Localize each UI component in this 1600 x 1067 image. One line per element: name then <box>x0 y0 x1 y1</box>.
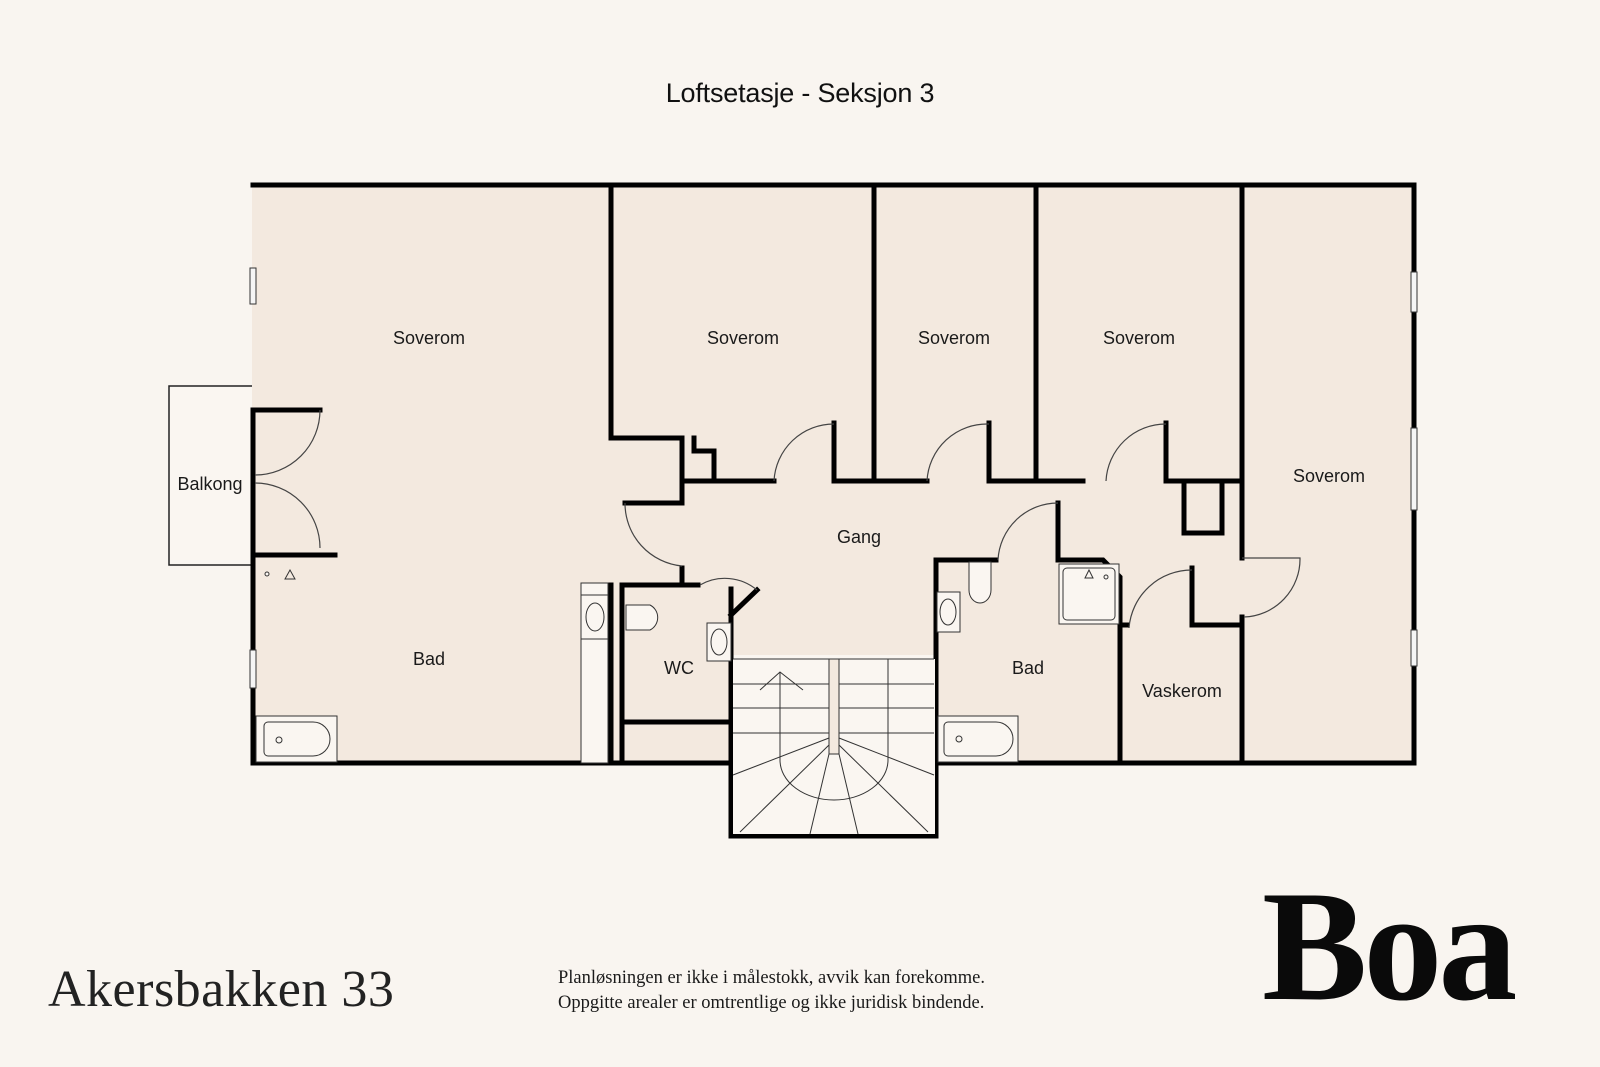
label-soverom-2: Soverom <box>707 328 779 348</box>
brand-logo: Boa <box>1262 859 1517 1034</box>
staircase <box>732 658 935 835</box>
fixtures <box>255 568 732 764</box>
label-soverom-4: Soverom <box>1103 328 1175 348</box>
doors <box>254 409 1301 629</box>
bedroom3-door <box>926 423 990 482</box>
windows <box>249 267 1418 689</box>
toilet-bath2 <box>968 561 992 604</box>
label-gang: Gang <box>837 527 881 547</box>
laundry-door <box>1128 569 1193 629</box>
bedroom5-door <box>1242 557 1301 618</box>
label-bad-2: Bad <box>1012 658 1044 678</box>
fixtures-bath2 <box>936 561 1120 763</box>
balcony-outline <box>168 385 252 566</box>
bath1-door <box>624 502 683 567</box>
label-balkong: Balkong <box>177 474 242 494</box>
balcony-door-upper <box>254 409 321 476</box>
disclaimer: Planløsningen er ikke i målestokk, avvik… <box>558 966 985 1016</box>
room-labels: Soverom Soverom Soverom Soverom Soverom … <box>177 328 1365 701</box>
bath2-door <box>997 502 1059 561</box>
label-vaskerom: Vaskerom <box>1142 681 1222 701</box>
toilet-wc <box>625 604 659 631</box>
label-bad-1: Bad <box>413 649 445 669</box>
bedroom4-door <box>1105 423 1167 482</box>
property-address: Akersbakken 33 <box>48 961 395 1018</box>
wc-door <box>699 577 758 591</box>
walls <box>250 182 1417 839</box>
bedroom2-door <box>773 423 835 482</box>
disclaimer-line-2: Oppgitte arealer er omtrentlige og ikke … <box>558 993 985 1013</box>
balcony-door-lower <box>254 482 321 549</box>
disclaimer-line-1: Planløsningen er ikke i målestokk, avvik… <box>558 968 985 988</box>
label-soverom-5: Soverom <box>1293 466 1365 486</box>
label-soverom-3: Soverom <box>918 328 990 348</box>
plan-title: Loftsetasje - Seksjon 3 <box>665 78 935 108</box>
label-wc: WC <box>664 658 694 678</box>
label-soverom-1: Soverom <box>393 328 465 348</box>
